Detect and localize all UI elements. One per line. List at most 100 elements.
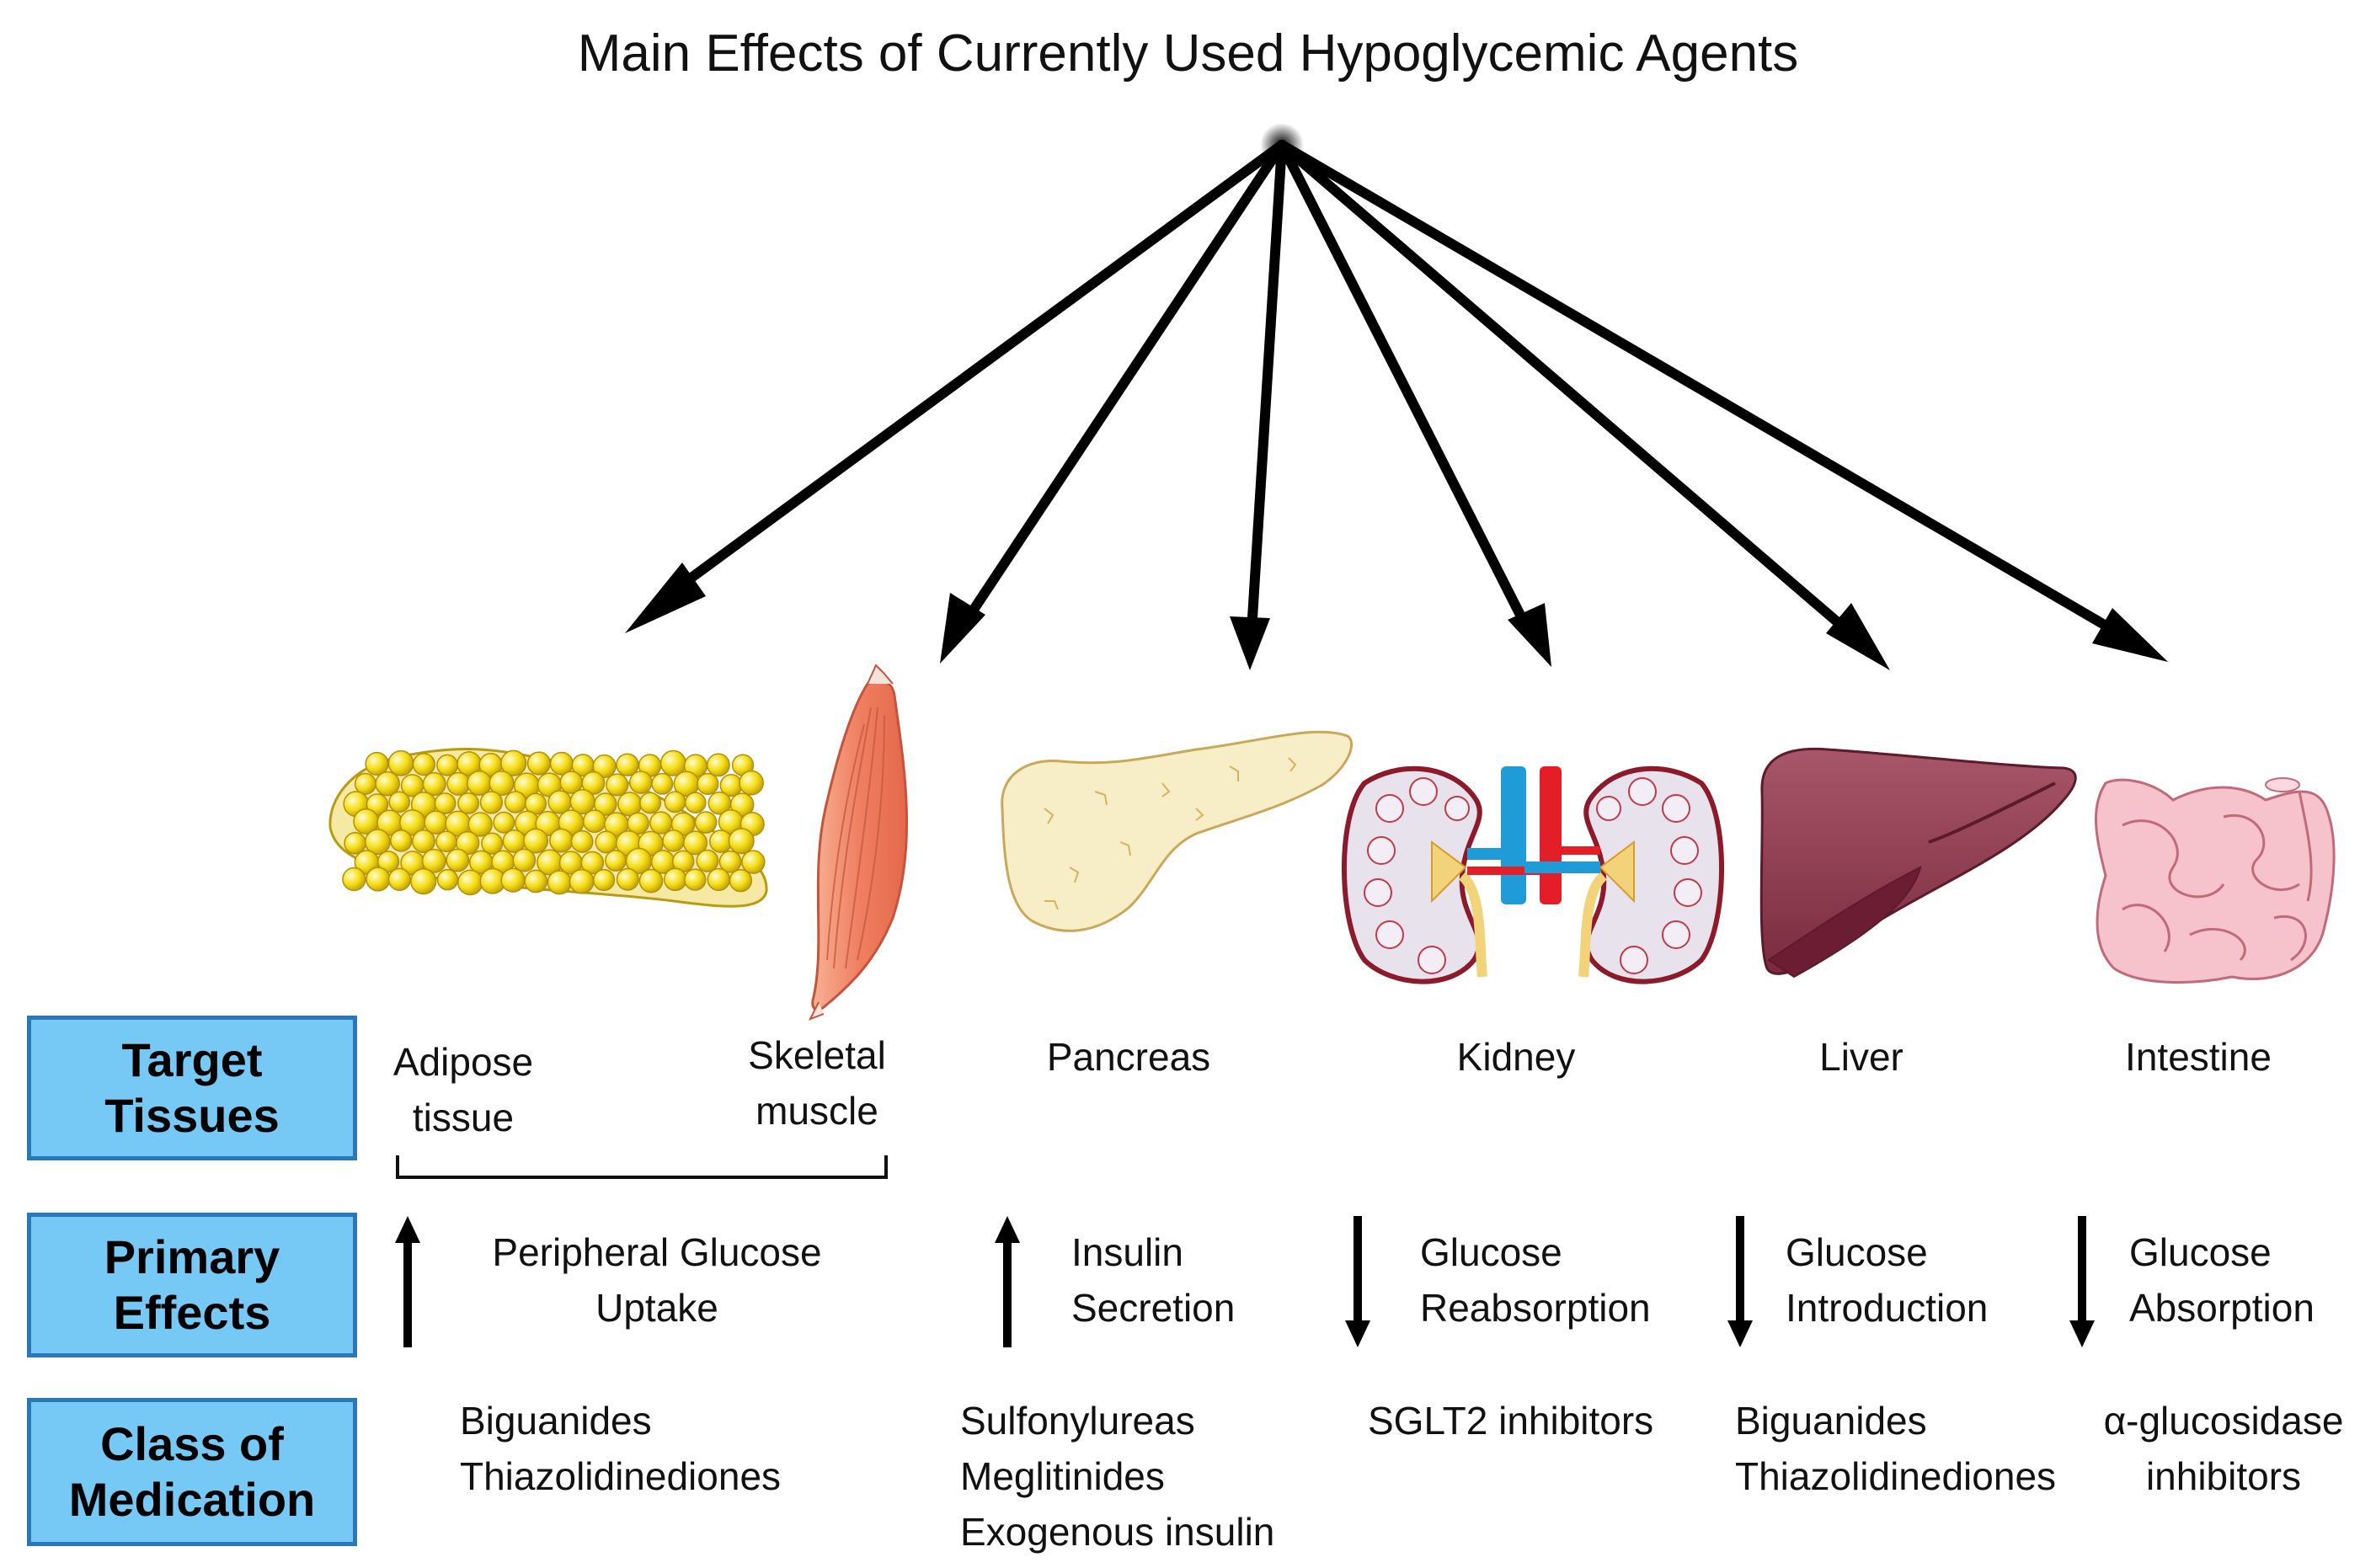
fat-globule (342, 867, 366, 892)
fat-globule (434, 792, 457, 814)
fat-globule (500, 867, 526, 893)
fat-globule (729, 868, 753, 893)
fat-globule (739, 770, 764, 796)
fat-globule (524, 869, 548, 893)
fat-globule (364, 829, 391, 856)
row-label-line: Primary (104, 1230, 280, 1283)
fat-globule (376, 851, 400, 873)
arrow-to-liver (1277, 140, 1890, 670)
fat-globule (412, 753, 435, 776)
fat-globule (684, 868, 707, 891)
fat-globule (718, 850, 742, 873)
fat-globule (581, 771, 606, 795)
row-label-class-of-medication: Class of Medication (27, 1398, 357, 1546)
fat-globule (457, 792, 480, 814)
fat-globule (526, 751, 551, 776)
fat-globule (456, 830, 480, 856)
fat-globule (595, 830, 618, 854)
down-arrow-icon-absorption (2069, 1216, 2095, 1347)
pancreas-icon (1001, 730, 1353, 932)
fat-globule (375, 771, 400, 797)
fat-globule (664, 791, 686, 813)
fat-globule (467, 770, 493, 796)
medications-kidney: SGLT2 inhibitors (1368, 1399, 1654, 1443)
fat-globule (616, 867, 639, 891)
fat-globule (489, 771, 515, 797)
aorta (1540, 766, 1562, 904)
fat-globule (627, 812, 649, 835)
fat-globule (638, 868, 664, 893)
fat-globule (628, 771, 653, 794)
fat-globule (411, 829, 435, 853)
kidney-icon (1342, 765, 1724, 984)
diagram-title: Main Effects of Currently Used Hypoglyce… (577, 24, 1799, 83)
arrow-to-kidney (1277, 140, 1551, 667)
row-label-line: Medication (68, 1473, 316, 1526)
fat-globule (639, 792, 662, 814)
radiating-arrows (625, 140, 2168, 670)
fat-globule (436, 868, 459, 891)
fat-globule (569, 868, 595, 894)
fat-globule (729, 792, 755, 817)
fat-globule (605, 850, 627, 872)
fat-globule (592, 754, 617, 779)
tissue-label-liver: Liver (1819, 1035, 1903, 1079)
fat-globule (592, 868, 616, 892)
fat-globule (436, 754, 459, 776)
fat-globule (697, 772, 719, 796)
fat-globule (594, 792, 617, 816)
row-label-line: Target (121, 1033, 263, 1086)
fat-globule (493, 811, 515, 834)
fat-globule (354, 772, 376, 795)
fat-globule (662, 829, 686, 852)
row-label-line: Tissues (104, 1089, 280, 1142)
fat-globule (388, 791, 410, 813)
fat-globule (512, 848, 537, 872)
fat-globule (741, 850, 766, 874)
fat-globule (479, 791, 504, 814)
intestine-icon (2095, 777, 2336, 984)
up-arrow-icon-insulin (995, 1216, 1020, 1347)
arrow-hub (1260, 123, 1304, 167)
fat-globule (446, 771, 471, 796)
row-label-primary-effects: Primary Effects (27, 1213, 357, 1357)
fat-globule (344, 832, 366, 855)
fat-globule (663, 867, 687, 892)
fat-globule (446, 848, 470, 872)
right-kidney (1578, 765, 1724, 984)
fat-globule (728, 828, 755, 855)
fat-globule (481, 832, 504, 855)
vena-cava (1501, 766, 1526, 904)
fat-globule (696, 849, 719, 872)
effect-arrows (395, 1216, 2095, 1347)
fat-globule (706, 753, 730, 777)
fat-globule (583, 809, 606, 834)
adipose-tissue-icon (328, 748, 768, 908)
fat-globule (606, 773, 629, 797)
tissue-label-pancreas: Pancreas (1046, 1035, 1211, 1079)
fat-globule (500, 749, 527, 776)
fat-globule (547, 790, 572, 814)
tissue-label-intestine: Intestine (2125, 1035, 2272, 1079)
fat-globule (523, 828, 549, 854)
fat-globule (504, 791, 527, 813)
fat-globule (390, 829, 413, 852)
liver-icon (1759, 747, 2077, 979)
fat-globule (707, 867, 731, 892)
fat-globule (694, 811, 718, 834)
arrow-to-muscle (940, 140, 1287, 664)
fat-globule (387, 867, 412, 892)
fat-globule (684, 792, 707, 814)
fat-globule (547, 870, 572, 895)
fat-globule (580, 851, 605, 875)
fat-globule (683, 830, 708, 856)
fat-globule (651, 772, 674, 795)
row-label-line: Effects (113, 1286, 271, 1339)
